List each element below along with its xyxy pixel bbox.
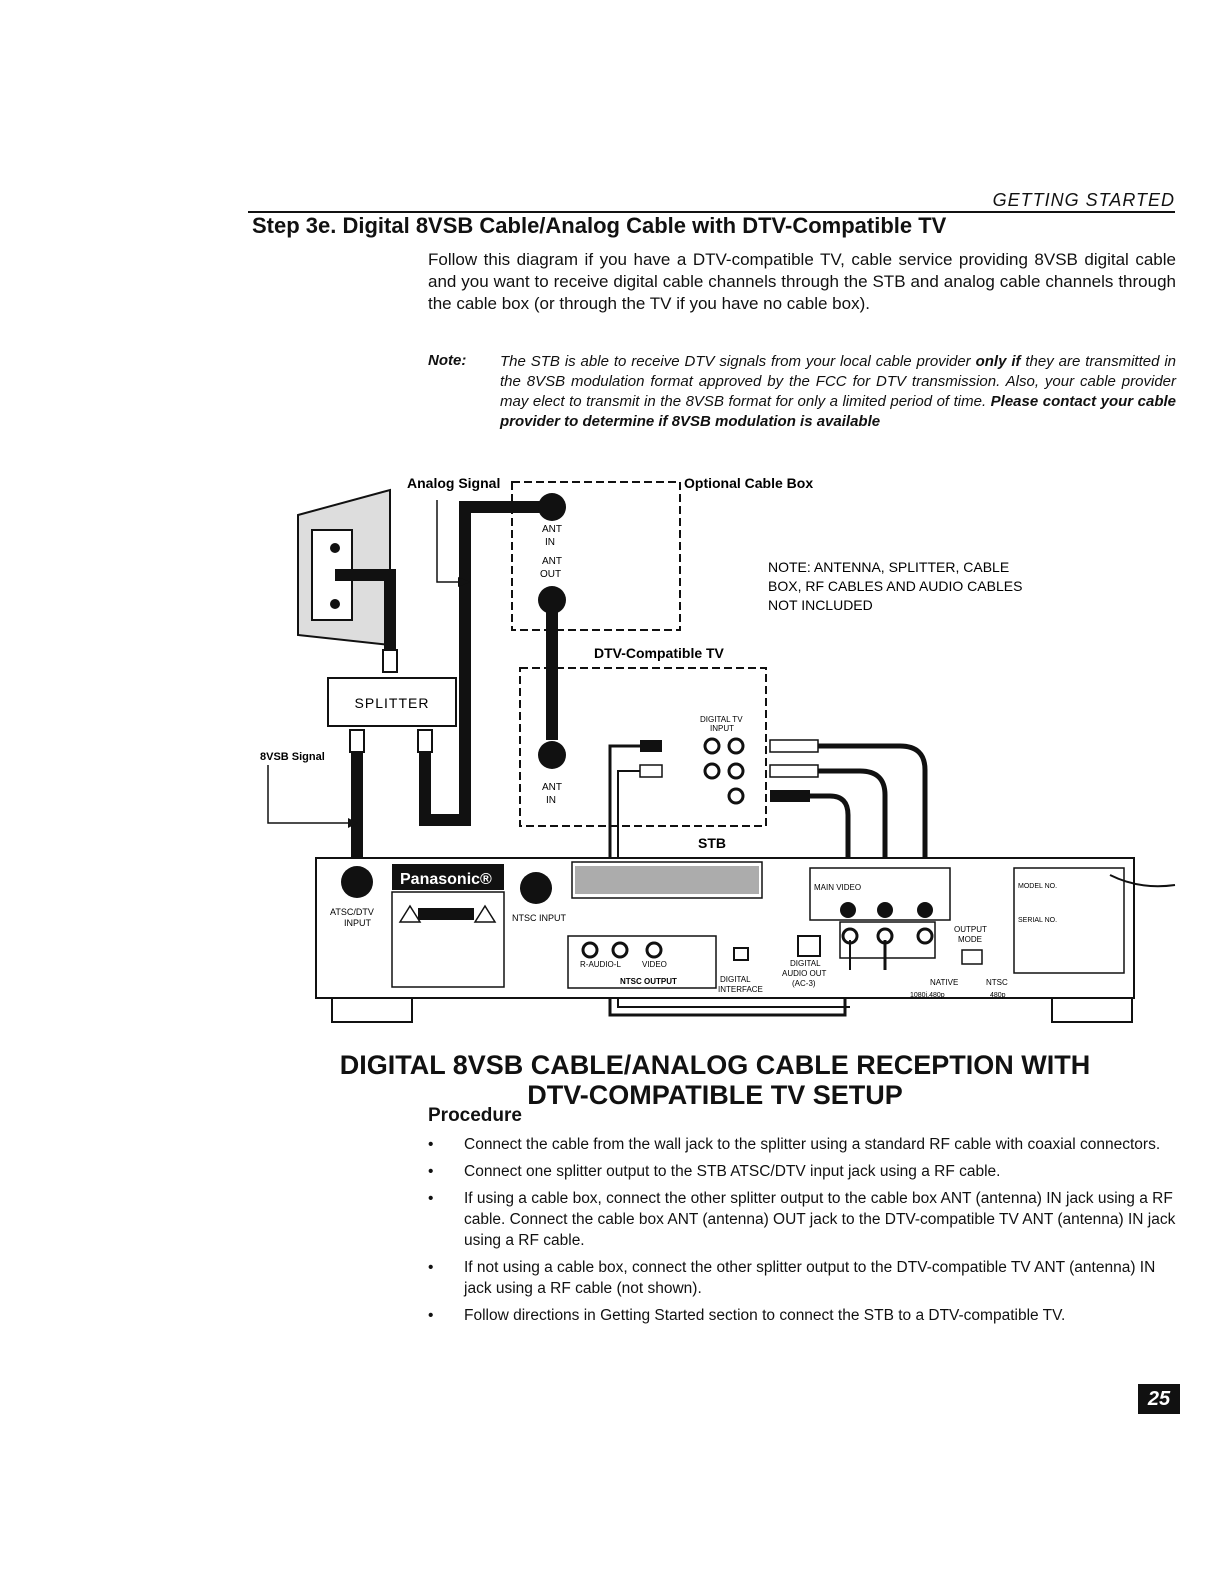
- main-title-line-1: DIGITAL 8VSB CABLE/ANALOG CABLE RECEPTIO…: [339, 1050, 1091, 1080]
- ntsc-res-label: 480p: [990, 992, 1006, 999]
- step-title: Step 3e. Digital 8VSB Cable/Analog Cable…: [252, 213, 947, 238]
- procedure-step: If not using a cable box, connect the ot…: [428, 1257, 1178, 1299]
- note-line-1: NOTE: ANTENNA, SPLITTER, CABLE: [768, 559, 1009, 575]
- panasonic-logo-text: Panasonic®: [400, 871, 492, 888]
- tv-digital-input-label-1: DIGITAL TV: [700, 715, 743, 724]
- serial-no-label: SERIAL NO.: [1018, 917, 1057, 924]
- procedure-heading: Procedure: [428, 1105, 522, 1126]
- procedure-step: If using a cable box, connect the other …: [428, 1188, 1178, 1251]
- digital-interface-label-2: INTERFACE: [718, 985, 763, 994]
- stb-label: STB: [698, 835, 726, 851]
- digital-interface-label-1: DIGITAL: [720, 975, 751, 984]
- note-label: Note:: [428, 352, 467, 369]
- output-mode-switch: [961, 949, 983, 965]
- header-rule: [248, 211, 1175, 213]
- procedure-step: Connect one splitter output to the STB A…: [428, 1161, 1178, 1182]
- dtv-tv-label: DTV-Compatible TV: [594, 645, 725, 661]
- native-res-label: 1080i,480p: [910, 992, 945, 999]
- ntsc-input-label: NTSC INPUT: [512, 913, 567, 923]
- cable-box-ant-in-label-1: ANT: [542, 524, 562, 535]
- procedure-steps: Connect the cable from the wall jack to …: [428, 1134, 1178, 1332]
- procedure-step: Connect the cable from the wall jack to …: [428, 1134, 1178, 1155]
- main-title: DIGITAL 8VSB CABLE/ANALOG CABLE RECEPTIO…: [250, 1050, 1180, 1110]
- digital-audio-out-label-3: (AC-3): [792, 979, 816, 988]
- panasonic-logo: [392, 864, 504, 890]
- note-line-3: NOT INCLUDED: [768, 597, 873, 613]
- splitter-box: [327, 677, 457, 727]
- main-title-line-2: DTV-COMPATIBLE TV SETUP: [527, 1080, 903, 1110]
- tv-digital-input-label-2: INPUT: [710, 724, 734, 733]
- optional-cable-box: [511, 481, 681, 631]
- dtv-tv-box: [519, 667, 767, 827]
- intro-paragraph: Follow this diagram if you have a DTV-co…: [428, 250, 1176, 313]
- optional-cable-box-label: Optional Cable Box: [684, 475, 813, 491]
- connection-diagram: SPLITTER 8VSB Signal Analog Signal Optio…: [260, 475, 1176, 1023]
- cable-box-ant-in-label-2: IN: [545, 537, 555, 548]
- cable-box-ant-out-label-1: ANT: [542, 556, 562, 567]
- vsb-signal-label: 8VSB Signal: [260, 751, 325, 763]
- main-video-label: MAIN VIDEO: [814, 883, 861, 892]
- output-mode-label-2: MODE: [958, 935, 982, 944]
- output-mode-label-1: OUTPUT: [954, 925, 987, 934]
- note-text: The STB is able to receive DTV signals f…: [500, 353, 1176, 430]
- native-label: NATIVE: [930, 978, 958, 987]
- r-audio-label: R-AUDIO-L: [580, 960, 621, 969]
- model-no-label: MODEL NO.: [1018, 883, 1057, 890]
- ntsc-label: NTSC: [986, 978, 1008, 987]
- cable-box-ant-out-label-2: OUT: [540, 569, 561, 580]
- splitter-label: SPLITTER: [355, 695, 430, 711]
- ntsc-output-label: NTSC OUTPUT: [620, 977, 677, 986]
- procedure-step: Follow directions in Getting Started sec…: [428, 1305, 1178, 1326]
- note-line-2: BOX, RF CABLES AND AUDIO CABLES: [768, 578, 1022, 594]
- section-label: GETTING STARTED: [992, 190, 1175, 210]
- tv-in-label: IN: [546, 795, 556, 806]
- tv-ant-label: ANT: [542, 782, 562, 793]
- page-number: 25: [1138, 1384, 1180, 1414]
- atsc-input-label-1: ATSC/DTV: [330, 907, 374, 917]
- analog-signal-label: Analog Signal: [407, 475, 500, 491]
- ntsc-video-label: VIDEO: [642, 960, 667, 969]
- digital-audio-out-label-2: AUDIO OUT: [782, 969, 827, 978]
- wall-jack: [297, 488, 391, 647]
- digital-audio-out-label-1: DIGITAL: [790, 959, 821, 968]
- atsc-input-label-2: INPUT: [344, 918, 372, 928]
